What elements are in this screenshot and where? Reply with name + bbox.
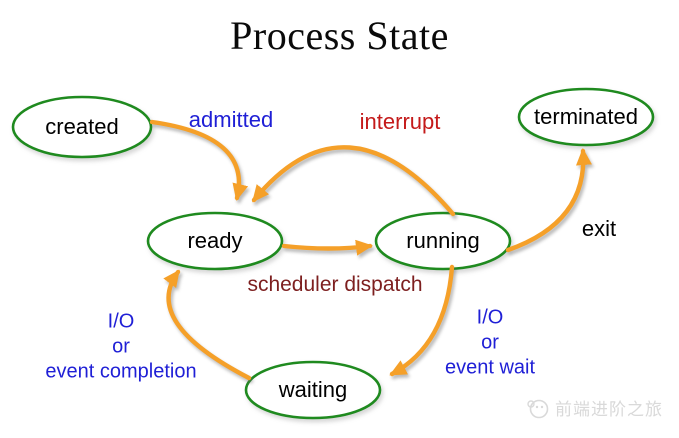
watermark-logo-icon [527, 399, 549, 418]
transition-arrows [149, 119, 592, 381]
edge-label-scheduler-dispatch: scheduler dispatch [247, 273, 423, 296]
io-wait-line-1: I/O [476, 306, 504, 329]
edge-label-exit: exit [581, 216, 617, 241]
state-ellipse-ready [146, 211, 284, 271]
state-ellipse-terminated [517, 87, 655, 147]
edge-label-io-event-wait: I/O or event wait [445, 306, 535, 381]
state-label-running: running [406, 228, 480, 253]
state-ellipse-running [374, 211, 512, 271]
edge-label-admitted: admitted [188, 107, 274, 132]
edge-io-completion-waiting-to-ready [163, 269, 252, 381]
watermark-text: 前端进阶之旅 [555, 400, 663, 419]
io-completion-line-2: or [112, 335, 130, 358]
page-title: Process State [230, 13, 449, 58]
state-label-ready: ready [187, 228, 243, 253]
edge-admitted-created-to-ready [149, 119, 249, 201]
edge-interrupt-running-to-ready [251, 145, 456, 217]
edge-io-wait-running-to-waiting [389, 264, 455, 377]
watermark: 前端进阶之旅 [526, 395, 663, 420]
io-completion-line-1: I/O [107, 310, 135, 333]
state-label-waiting: waiting [278, 377, 348, 402]
edge-label-io-event-completion: I/O or event completion [45, 310, 196, 385]
edge-scheduler-dispatch-ready-to-running [281, 239, 373, 256]
state-ellipse-created [11, 95, 153, 159]
state-label-created: created [45, 114, 119, 139]
io-wait-line-2: or [481, 331, 499, 354]
edge-exit-running-to-terminated [505, 148, 592, 253]
io-wait-line-3: event wait [444, 356, 536, 379]
state-nodes [11, 87, 655, 420]
state-label-terminated: terminated [534, 104, 638, 129]
edge-label-interrupt: interrupt [359, 109, 441, 134]
io-completion-line-3: event completion [45, 360, 197, 383]
state-ellipse-waiting [244, 360, 382, 420]
